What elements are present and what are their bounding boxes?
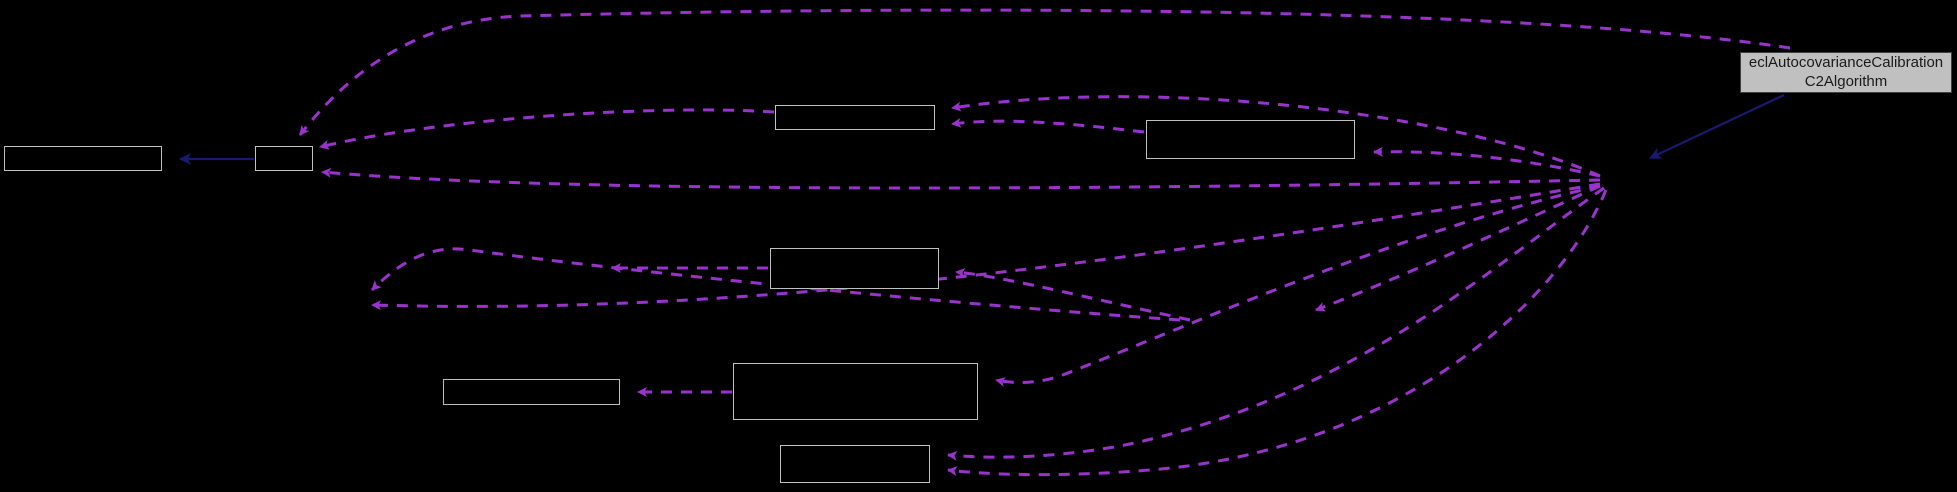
edge-hub-to-upper-mid (951, 95, 1601, 178)
edge-hub-to-left-stub-a (370, 247, 1181, 322)
edge-hub-to-inner-flat (321, 167, 1601, 190)
edge-hub-to-left-stub-b (371, 182, 1601, 311)
node-center-mid[interactable] (770, 248, 939, 289)
edge-center-mid-in (955, 267, 1191, 322)
node-upper-right[interactable] (1146, 120, 1355, 159)
node-upper-mid[interactable] (775, 105, 935, 130)
node-lower-mid[interactable] (733, 363, 978, 420)
edge-upper-right-to-mid (951, 117, 1145, 134)
node-label: eclAutocovarianceCalibration C2Algorithm (1748, 53, 1944, 90)
edge-focus-to-hub (1649, 94, 1785, 159)
node-ecl-autocovariance-calibration-c2-algorithm[interactable]: eclAutocovarianceCalibration C2Algorithm (1740, 52, 1952, 93)
node-left-outer[interactable] (4, 146, 162, 171)
node-left-inner[interactable] (255, 146, 313, 171)
usage-edges (298, 8, 1791, 477)
node-bottom[interactable] (780, 445, 930, 483)
edge-hub-to-lower-mid (995, 184, 1601, 387)
inheritance-edges (179, 94, 1785, 165)
edge-hub-to-bottom-b (947, 189, 1608, 477)
edge-upper-mid-to-inner (319, 108, 775, 150)
edge-hub-to-bottom-a (947, 186, 1605, 461)
edge-hub-to-midfloat (1315, 184, 1601, 312)
node-lower-left[interactable] (443, 379, 620, 405)
edge-hub-top-long (298, 8, 1791, 136)
edge-hub-to-upper-right (1373, 146, 1601, 178)
